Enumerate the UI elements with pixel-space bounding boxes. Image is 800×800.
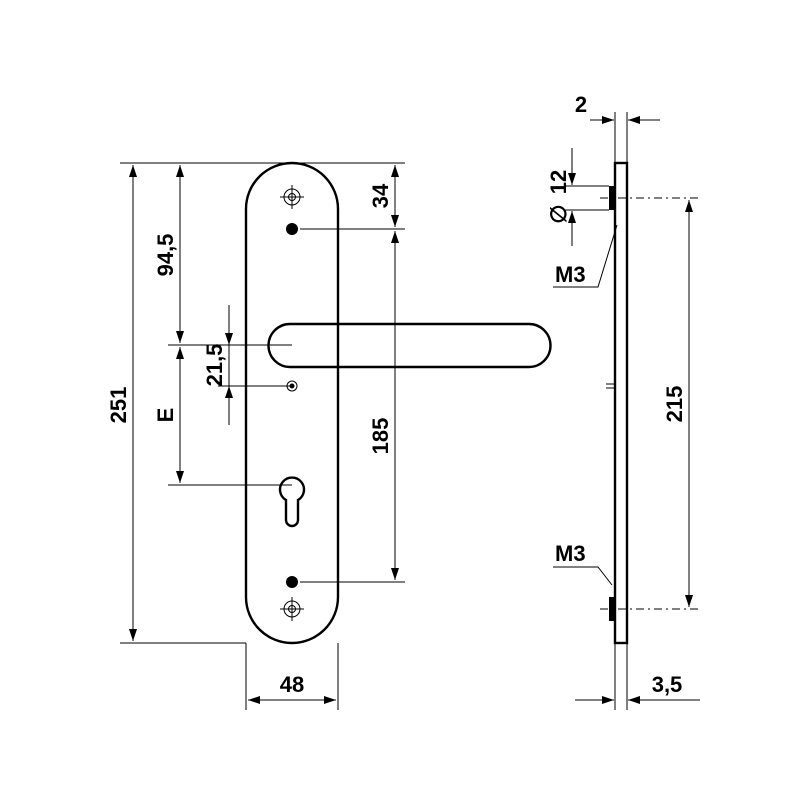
label-side-length: 215: [662, 386, 687, 423]
cylinder-keyhole: [278, 476, 306, 528]
front-view: [120, 161, 552, 710]
label-21-5: 21,5: [202, 344, 227, 387]
label-plate-thickness: 3,5: [652, 672, 683, 697]
top-fixing-hole: [280, 185, 304, 209]
top-screw-hole: [286, 223, 298, 235]
bottom-screw-hole: [286, 576, 298, 588]
backplate-side-profile: [613, 161, 629, 645]
dimension-labels: 251 94,5 E 21,5 34 185 48 2 12 ∅ M3 215 …: [106, 92, 687, 697]
label-thickness-2: 2: [575, 92, 587, 117]
thread-leaders: [553, 224, 618, 586]
label-screw-spacing: 185: [368, 418, 393, 455]
bottom-fixing-hole: [280, 597, 304, 621]
label-34: 34: [368, 183, 393, 208]
side-view: [553, 112, 700, 710]
label-plate-width: 48: [280, 672, 304, 697]
lever-handle: [267, 322, 552, 369]
label-thread-bottom: M3: [555, 541, 586, 566]
label-overall-length: 251: [106, 387, 131, 424]
extension-lines: [120, 162, 405, 710]
label-backset-top: 94,5: [153, 234, 178, 277]
label-screw-diameter: 12: [546, 170, 571, 194]
label-e: E: [153, 408, 178, 423]
diameter-symbol: ∅: [546, 204, 571, 223]
dimension-lines: [129, 165, 399, 704]
label-thread-top: M3: [555, 262, 586, 287]
side-extension-lines: [565, 112, 628, 710]
side-dimension-lines: [568, 116, 700, 704]
